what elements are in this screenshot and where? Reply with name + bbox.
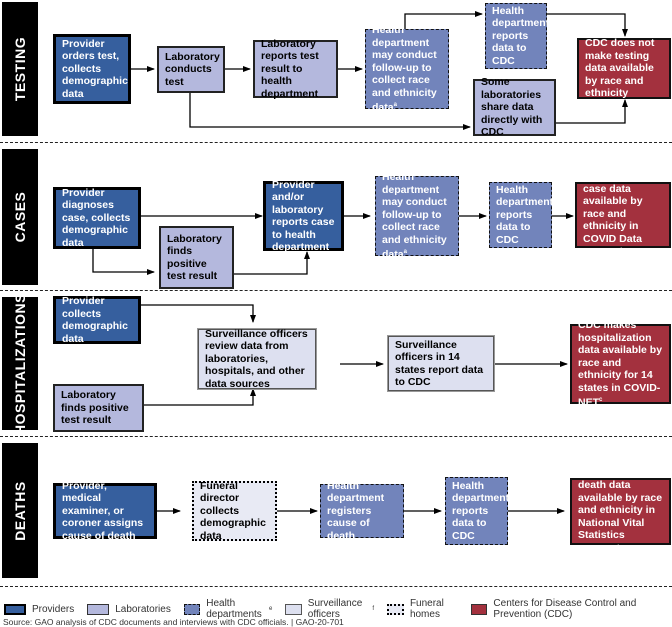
box-text-main: CDC makes death data available by race a…: [578, 466, 663, 557]
arrow: [189, 93, 471, 130]
box-text: Health department registers cause of dea…: [327, 479, 385, 542]
box-text: Provider, medical examiner, or coroner a…: [62, 479, 144, 542]
arrow: [92, 248, 155, 275]
hosp-cdc-box: CDC makes hospitalization data available…: [570, 319, 671, 409]
legend-label: Health departments: [206, 598, 262, 620]
swatch-surveillance-officers: [285, 603, 302, 615]
swatch-laboratories: [87, 603, 110, 615]
arrow: [555, 99, 628, 124]
lane-divider: [0, 142, 672, 143]
box-text: CDC makes death data available by race a…: [578, 467, 663, 557]
box-text-main: CDC makes hospitalization data available…: [578, 319, 663, 409]
lane-divider: [0, 586, 672, 587]
hosp-surv-review-box: Surveillance officers review data from l…: [198, 327, 316, 390]
swatch-cdc: [470, 603, 488, 615]
box-text: Surveillance officers in 14 states repor…: [395, 338, 484, 389]
cases-hd-followup-box: Health department may conduct follow-up …: [375, 171, 459, 261]
legend: Providers Laboratories Health department…: [4, 598, 672, 620]
hosp-surv-report-box: Surveillance officers in 14 states repor…: [388, 336, 494, 391]
arrow: [143, 388, 256, 406]
footnote-marker: a: [403, 249, 407, 255]
arrow: [140, 304, 256, 323]
source-note: Source: GAO analysis of CDC documents an…: [3, 617, 344, 627]
footnote-marker: d: [615, 544, 620, 551]
swatch-funeral-homes: [387, 603, 404, 615]
deaths-provider-box: Provider, medical examiner, or coroner a…: [53, 480, 157, 542]
footnote-marker: a: [393, 102, 397, 108]
swatch-health-departments: [183, 603, 201, 615]
swatch-providers: [4, 603, 26, 615]
legend-cdc: Centers for Disease Control and Preventi…: [470, 598, 659, 620]
legend-label: Providers: [32, 603, 75, 615]
legend-label: Surveillance officers: [307, 598, 363, 620]
box-text: Funeral director collects demographic da…: [200, 479, 266, 542]
box-text: Some laboratories share data directly wi…: [481, 76, 543, 139]
testing-lab-report-box: Laboratory reports test result to health…: [253, 37, 338, 100]
footnote-marker: c: [599, 397, 603, 403]
box-text: Health department reports data to CDC: [496, 183, 554, 246]
cases-hd-report-box: Health department reports data to CDC: [489, 182, 554, 248]
deaths-hd-report-box: Health department reports data to CDC: [445, 477, 510, 545]
box-text: Provider and/or laboratory reports case …: [272, 178, 335, 254]
box-text-main: CDC makes case data available by race an…: [583, 170, 643, 260]
box-text: Health department may conduct follow-up …: [372, 24, 442, 114]
deaths-cdc-box: CDC makes death data available by race a…: [570, 467, 671, 556]
lane-label-cases: CASES: [2, 149, 38, 285]
footnote-marker: f: [372, 606, 375, 612]
cases-cdc-box: CDC makes case data available by race an…: [575, 170, 671, 260]
box-text: Provider diagnoses case, collects demogr…: [62, 186, 131, 249]
testing-hd-report-box: Health department reports data to CDC: [485, 3, 550, 69]
hosp-lab-box: Laboratory finds positive test result: [53, 384, 144, 432]
legend-label: Centers for Disease Control and Preventi…: [493, 598, 637, 620]
cases-lab-box: Laboratory finds positive test result: [159, 226, 234, 289]
legend-surveillance-officers: Surveillance officers f: [285, 598, 374, 620]
box-text: Provider orders test, collects demograph…: [62, 37, 128, 100]
box-text: Laboratory reports test result to health…: [261, 37, 319, 100]
box-text: CDC does not make testing data available…: [585, 37, 655, 100]
legend-providers: Providers: [4, 603, 75, 615]
box-text-main: Health department may conduct follow-up …: [372, 24, 437, 114]
legend-label: Funeral homes: [409, 598, 444, 620]
cases-provider-box: Provider diagnoses case, collects demogr…: [53, 187, 141, 249]
testing-labs-share-box: Some laboratories share data directly wi…: [473, 76, 556, 139]
deaths-hd-register-box: Health department registers cause of dea…: [320, 480, 404, 542]
legend-label: Laboratories: [115, 603, 171, 615]
arrow: [233, 251, 310, 275]
legend-funeral-homes: Funeral homes: [387, 598, 458, 620]
footnote-marker: e: [268, 606, 273, 612]
box-text: Health department may conduct follow-up …: [382, 171, 452, 261]
testing-provider-box: Provider orders test, collects demograph…: [53, 34, 131, 104]
box-text: Health department reports data to CDC: [452, 479, 510, 542]
arrow: [547, 13, 628, 37]
box-text-main: Health department may conduct follow-up …: [382, 171, 447, 261]
hosp-provider-box: Provider collects demographic data: [53, 295, 141, 345]
box-text: Laboratory conducts test: [165, 50, 220, 88]
lane-divider: [0, 290, 672, 291]
testing-lab-test-box: Laboratory conducts test: [157, 46, 225, 93]
box-text: Health department reports data to CDC: [492, 4, 550, 67]
deaths-funeral-box: Funeral director collects demographic da…: [192, 479, 277, 542]
lane-divider: [0, 436, 672, 437]
lane-label-testing: TESTING: [2, 2, 38, 136]
cases-provider-report-box: Provider and/or laboratory reports case …: [263, 178, 344, 254]
testing-hd-followup-box: Health department may conduct follow-up …: [365, 24, 449, 114]
legend-health-departments: Health departments e: [183, 598, 273, 620]
footnote-marker: b: [620, 248, 625, 254]
box-text: CDC makes hospitalization data available…: [578, 319, 663, 409]
lane-label-deaths: DEATHS: [2, 443, 38, 578]
arrow: [404, 11, 483, 29]
lane-label-hospitalizations: HOSPITALIZATIONS: [2, 292, 38, 435]
box-text: Laboratory finds positive test result: [61, 389, 129, 427]
testing-cdc-box: CDC does not make testing data available…: [577, 37, 671, 100]
box-text: Surveillance officers review data from l…: [205, 327, 308, 390]
legend-laboratories: Laboratories: [87, 603, 171, 615]
box-text: CDC makes case data available by race an…: [583, 170, 663, 260]
box-text: Laboratory finds positive test result: [167, 232, 222, 283]
box-text: Provider collects demographic data: [62, 295, 128, 345]
